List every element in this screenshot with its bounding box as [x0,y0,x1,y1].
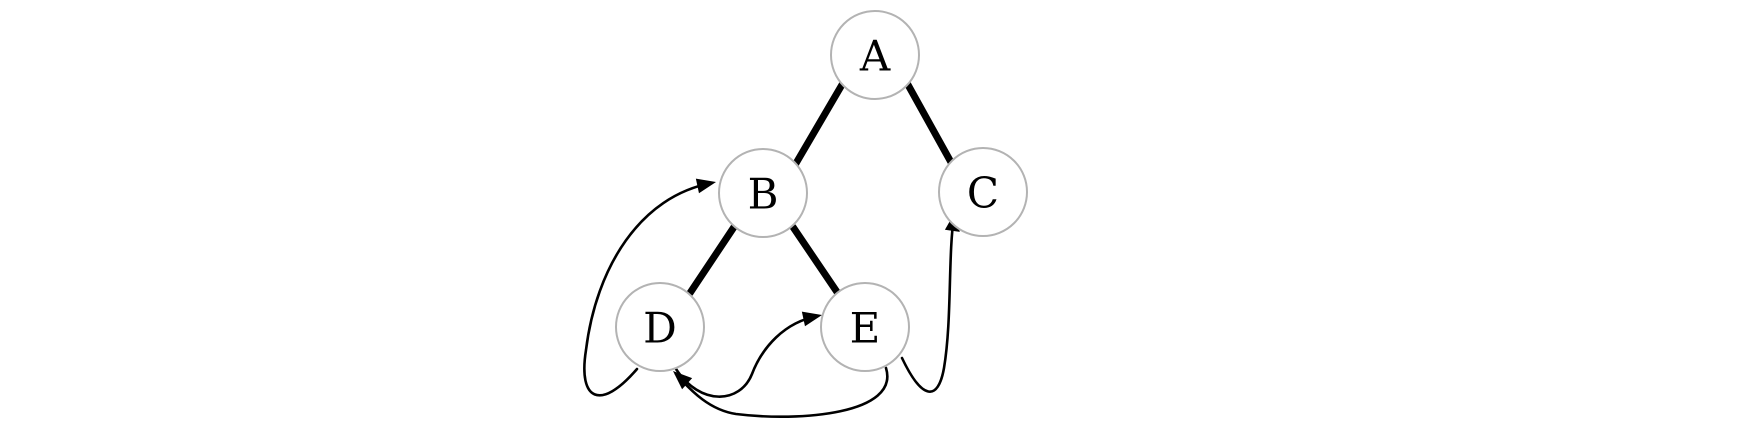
tree-edge-layer [686,79,956,297]
tree-edge-a-c [903,79,956,168]
node-b[interactable]: B [718,148,808,238]
arrowhead-icon [695,178,716,194]
node-label: B [748,170,779,219]
node-label: A [859,32,891,81]
node-c[interactable]: C [938,147,1028,237]
node-d[interactable]: D [615,282,705,372]
edge-path [583,181,714,397]
edge-path [900,214,956,393]
arrowhead-icon [673,371,693,390]
node-label: C [967,169,999,218]
edge-path [674,366,889,419]
edge-path [674,314,820,398]
tree-edge-a-b [791,79,847,169]
node-circle[interactable] [718,148,808,238]
node-circle[interactable] [615,282,705,372]
tree-edge-b-d [686,223,738,297]
curved-edge-d-to-e [674,311,822,398]
node-e[interactable]: E [820,282,910,372]
curved-edge-d-to-b [583,178,716,397]
node-circle[interactable] [830,10,920,100]
node-label: D [643,304,677,353]
node-layer: A B C D E [615,10,1028,372]
curved-edge-e-to-c [900,212,960,393]
tree-edge-b-e [789,223,841,296]
node-a[interactable]: A [830,10,920,100]
node-label: E [850,304,881,353]
node-circle[interactable] [938,147,1028,237]
curved-edge-e-to-d [673,366,889,419]
arrowhead-icon [801,311,822,327]
node-circle[interactable] [820,282,910,372]
